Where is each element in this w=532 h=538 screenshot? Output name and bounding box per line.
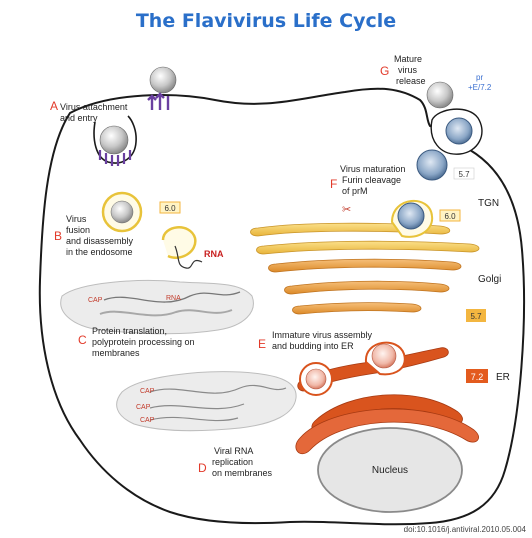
tgn-label: TGN — [478, 198, 499, 209]
virion-immature-2 — [372, 344, 396, 368]
endosome-fusing — [163, 227, 195, 257]
golgi-cisterna-5 — [293, 303, 422, 314]
step-b-letter: B — [54, 229, 62, 243]
step-g-release: pr +E/7.2 G Mature virus release — [380, 54, 492, 154]
virion-in-endosome — [111, 201, 133, 223]
rna-label-membrane: RNA — [166, 295, 181, 302]
pr-e-label: +E/7.2 — [468, 83, 492, 92]
step-f-line3: of prM — [342, 186, 368, 196]
step-c-translation: CAP RNA C Protein translation, polyprote… — [61, 281, 254, 358]
step-f-letter: F — [330, 177, 337, 191]
cap-label-4: CAP — [140, 417, 155, 424]
virion-tgn — [398, 203, 424, 229]
golgi-cisterna-2 — [257, 241, 480, 254]
step-g-line3: release — [396, 76, 426, 86]
step-c-line1: Protein translation, — [92, 326, 167, 336]
step-g-line2: virus — [398, 65, 418, 75]
step-e-assembly: 7.2 ER E Immature virus assembly and bud… — [258, 330, 510, 395]
step-d-line2: replication — [212, 457, 253, 467]
pr-label: pr — [476, 73, 483, 82]
step-f-line2: Furin cleavage — [342, 175, 401, 185]
step-b-fusion: 6.0 RNA B Virus fusion and disassembly i… — [54, 193, 224, 268]
step-c-line2: polyprotein processing on — [92, 337, 195, 347]
ph-er-label: 7.2 — [471, 372, 484, 382]
step-d-line3: on membranes — [212, 468, 273, 478]
diagram-title: The Flavivirus Life Cycle — [136, 10, 396, 32]
golgi-apparatus: Golgi 5.7 — [251, 223, 502, 322]
citation: doi:10.1016/j.antiviral.2010.05.004 — [404, 525, 527, 534]
step-f-line1: Virus maturation — [340, 164, 405, 174]
ph-tgn-label: 6.0 — [444, 212, 456, 221]
cap-label-2: CAP — [140, 388, 155, 395]
golgi-label: Golgi — [478, 274, 501, 285]
virion-free — [150, 67, 176, 93]
scissors-icon: ✂ — [342, 204, 351, 216]
step-a-letter: A — [50, 99, 58, 113]
step-e-letter: E — [258, 337, 266, 351]
transport-vesicle — [417, 150, 447, 180]
step-c-line3: membranes — [92, 348, 140, 358]
virion-released — [427, 82, 453, 108]
step-a-line2: and entry — [60, 113, 98, 123]
step-a-attachment: A Virus attachment and entry — [50, 67, 176, 166]
virion-exocytosis — [446, 118, 472, 144]
er-label: ER — [496, 372, 510, 383]
step-d-line1: Viral RNA — [214, 446, 253, 456]
golgi-cisterna-4 — [285, 281, 450, 294]
nucleus-label: Nucleus — [372, 465, 408, 476]
rna-label-endosome: RNA — [204, 249, 224, 259]
step-g-letter: G — [380, 64, 389, 78]
ph-vesicle-label: 5.7 — [458, 170, 470, 179]
endoplasmic-reticulum: Nucleus — [296, 395, 479, 512]
virion-entering — [100, 126, 128, 154]
ph-golgi-label: 5.7 — [470, 312, 482, 321]
step-d-replication: CAP CAP CAP D Viral RNA replication on m… — [117, 372, 296, 478]
cap-label-1: CAP — [88, 297, 103, 304]
step-g-line1: Mature — [394, 54, 422, 64]
cap-label-3: CAP — [136, 404, 151, 411]
step-e-line2: and budding into ER — [272, 341, 354, 351]
step-e-line1: Immature virus assembly — [272, 330, 373, 340]
golgi-cisterna-3 — [269, 259, 462, 272]
step-b-line3: and disassembly — [66, 236, 134, 246]
step-b-line2: fusion — [66, 225, 90, 235]
step-b-line1: Virus — [66, 214, 87, 224]
virion-immature-1 — [306, 369, 326, 389]
step-b-line4: in the endosome — [66, 247, 133, 257]
ph-endosome-label: 6.0 — [164, 204, 176, 213]
receptor-icon — [148, 94, 168, 110]
step-a-line1: Virus attachment — [60, 102, 128, 112]
step-d-letter: D — [198, 461, 207, 475]
step-c-letter: C — [78, 333, 87, 347]
